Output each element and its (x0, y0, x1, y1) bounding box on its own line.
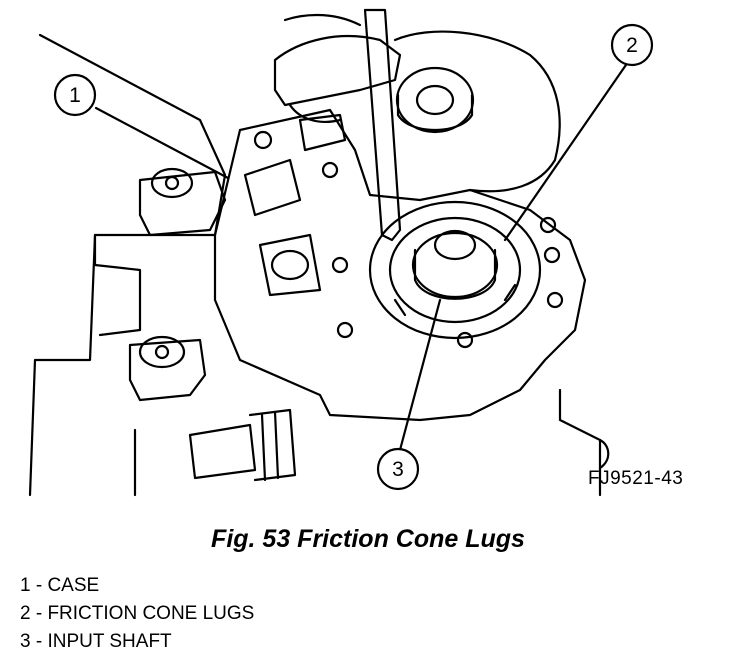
callout-1: 1 (53, 73, 97, 117)
legend-item-friction-cone-lugs: 2 - FRICTION CONE LUGS (20, 603, 255, 624)
input-shaft (433, 229, 477, 261)
legend: 1 - CASE 2 - FRICTION CONE LUGS 3 - INPU… (20, 572, 254, 656)
figure-caption: Fig. 53 Friction Cone Lugs (211, 525, 525, 553)
friction-cone (368, 200, 542, 340)
mount-bracket-bottom (128, 338, 207, 402)
callout-2-number: 2 (626, 34, 638, 57)
leader-1 (94, 106, 230, 180)
legend-item-input-shaft: 3 - INPUT SHAFT (20, 631, 172, 652)
cover-plate (213, 108, 587, 422)
leader-3 (398, 298, 442, 452)
hand (273, 34, 402, 107)
drain-plug (188, 423, 257, 480)
callout-2: 2 (610, 23, 654, 67)
figure-id-label: FJ9521-43 (588, 468, 684, 489)
legend-item-case: 1 - CASE (20, 575, 100, 596)
leader-2 (503, 60, 630, 242)
transmission-case-illustration: 1 2 3 (28, 8, 654, 497)
callout-3: 3 (376, 447, 420, 491)
callout-3-number: 3 (392, 458, 404, 481)
tool (363, 8, 402, 242)
callout-1-number: 1 (69, 84, 81, 107)
